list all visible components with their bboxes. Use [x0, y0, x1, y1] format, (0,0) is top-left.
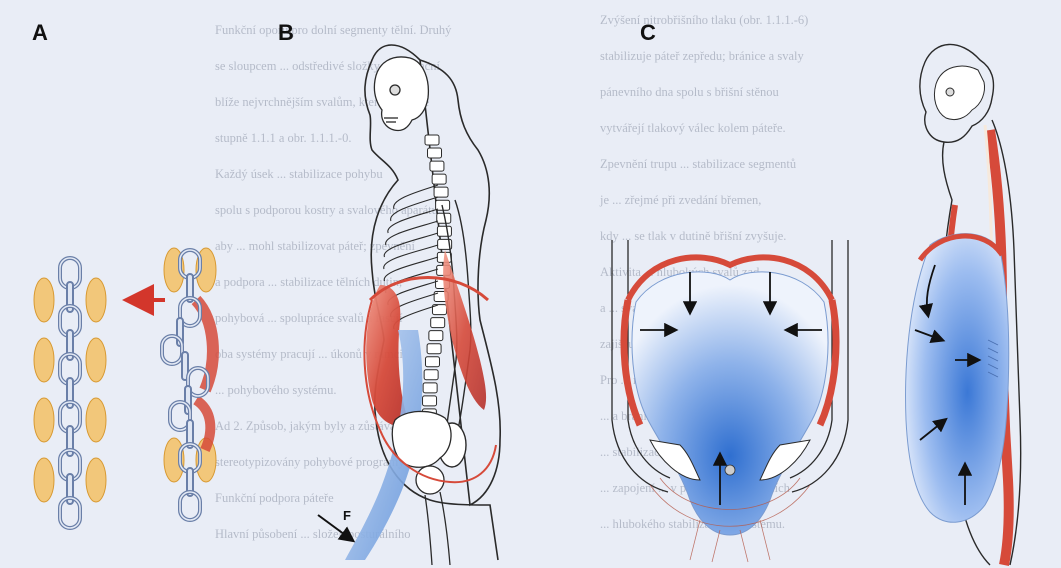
background-text-line: vytvářejí tlakový válec kolem páteře.	[600, 121, 786, 135]
skull-icon	[374, 57, 428, 131]
buckled-chain	[130, 248, 216, 520]
background-text-line: je ... zřejmé při zvedání břemen,	[599, 193, 761, 207]
vertebra	[423, 383, 437, 393]
vertebra	[430, 161, 444, 171]
straight-chain	[34, 258, 106, 528]
abdominal-cavity	[632, 272, 828, 535]
background-text-line: aby ... mohl stabilizovat páteř; zpevněn…	[215, 239, 415, 253]
background-text-line: stabilizuje páteř zepředu; bránice a sva…	[600, 49, 804, 63]
vertebra	[423, 396, 437, 406]
panel-a: A	[32, 20, 216, 528]
background-text-line: Zvýšení nitrobřišního tlaku (obr. 1.1.1.…	[600, 13, 808, 27]
vertebra	[424, 370, 438, 380]
chain-link	[162, 336, 182, 364]
chain-links-straight	[60, 258, 80, 528]
background-text-line: stereotypizovány pohybové programy	[215, 455, 405, 469]
sagittal-cavity	[906, 234, 1009, 523]
vertebra	[428, 148, 442, 158]
force-arrow-label: F	[343, 508, 351, 523]
panel-a-letter: A	[32, 20, 48, 45]
background-text-line: Ad 2. Způsob, jakým byly a zůstávají	[215, 419, 403, 433]
background-text-line: Funkční oporu pro dolní segmenty tělní. …	[215, 23, 452, 37]
background-text-line: pánevního dna spolu s břišní stěnou	[600, 85, 780, 99]
vertebra	[431, 318, 445, 328]
background-text-line: stupně 1.1.1 a obr. 1.1.1.-0.	[215, 131, 351, 145]
vertebra	[425, 357, 439, 367]
background-text-line: Každý úsek ... stabilizace pohybu	[215, 167, 383, 181]
background-text-line: Funkční podpora páteře	[215, 491, 334, 505]
skull-icon-c	[934, 66, 984, 119]
sagittal-section	[906, 44, 1021, 565]
panel-b-letter: B	[278, 20, 294, 45]
frontal-cavity-section	[612, 240, 848, 562]
background-text-line: spolu s podporou kostry a svalového apar…	[215, 203, 441, 217]
vertebra	[427, 344, 441, 354]
vertebra	[434, 187, 448, 197]
background-text-line: ... pohybového systému.	[215, 383, 337, 397]
background-text-line: Zpevnění trupu ... stabilizace segmentů	[600, 157, 797, 171]
panel-c-letter: C	[640, 20, 656, 45]
vertebra	[429, 331, 443, 341]
vertebra	[432, 174, 446, 184]
vertebra	[437, 226, 451, 236]
vertebra	[425, 135, 439, 145]
